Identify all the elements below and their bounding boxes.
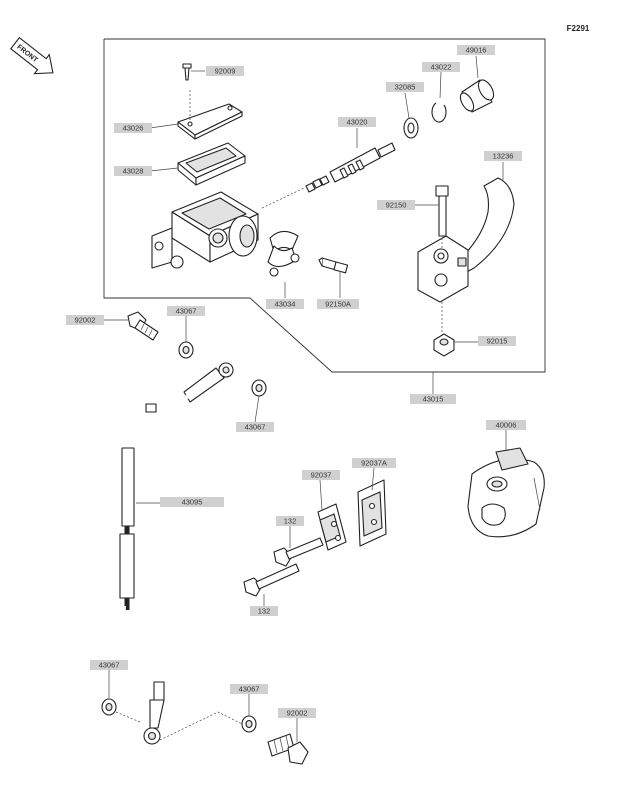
svg-text:92009: 92009 bbox=[215, 67, 236, 76]
svg-text:92002: 92002 bbox=[75, 316, 96, 325]
svg-text:43022: 43022 bbox=[431, 63, 452, 72]
part-label-43020: 43020 bbox=[338, 117, 376, 127]
part-label-13236: 13236 bbox=[484, 151, 522, 161]
svg-text:32085: 32085 bbox=[395, 83, 416, 92]
bolt-132-a bbox=[273, 537, 324, 567]
part-label-92002-top: 92002 bbox=[66, 315, 104, 325]
part-label-92150a: 92150A bbox=[317, 299, 359, 309]
part-label-92009: 92009 bbox=[206, 66, 244, 76]
bolt-132-b bbox=[243, 563, 300, 597]
handlebar-switch-40006 bbox=[467, 447, 545, 538]
part-label-43067-c: 43067 bbox=[90, 660, 128, 670]
diaphragm-43028 bbox=[177, 142, 246, 186]
clamp-43034 bbox=[267, 230, 300, 277]
banjo-bolt-92002-bottom bbox=[267, 733, 309, 765]
part-label-43067-b: 43067 bbox=[236, 422, 274, 432]
part-label-92037a: 92037A bbox=[352, 458, 396, 468]
reservoir-cap-43026 bbox=[177, 103, 243, 140]
part-label-92002-bottom: 92002 bbox=[278, 708, 316, 718]
brake-hose-43095 bbox=[119, 362, 234, 745]
svg-text:43067: 43067 bbox=[245, 423, 266, 432]
svg-text:43026: 43026 bbox=[123, 124, 144, 133]
part-label-32085: 32085 bbox=[386, 82, 424, 92]
washer-43067-a bbox=[178, 341, 194, 359]
washer-43067-d bbox=[241, 715, 257, 733]
washer-43067-c bbox=[101, 698, 117, 716]
svg-text:13236: 13236 bbox=[493, 152, 514, 161]
part-label-43015: 43015 bbox=[410, 394, 456, 404]
part-label-132-a: 132 bbox=[276, 516, 304, 526]
svg-text:43067: 43067 bbox=[99, 661, 120, 670]
part-label-40006: 40006 bbox=[486, 420, 526, 430]
part-label-43095: 43095 bbox=[160, 497, 224, 507]
washer-43067-b bbox=[251, 379, 267, 397]
part-label-43022: 43022 bbox=[422, 62, 460, 72]
part-label-92015: 92015 bbox=[478, 336, 516, 346]
svg-text:49016: 49016 bbox=[466, 46, 487, 55]
part-label-132-b: 132 bbox=[250, 606, 278, 616]
piston-assembly-43020 bbox=[261, 142, 396, 209]
master-cylinder-body bbox=[151, 191, 259, 269]
screw-92009 bbox=[182, 63, 192, 81]
svg-text:43034: 43034 bbox=[275, 300, 296, 309]
circlip-43022 bbox=[431, 102, 447, 123]
svg-text:43020: 43020 bbox=[347, 118, 368, 127]
part-label-92150: 92150 bbox=[377, 200, 415, 210]
front-arrow-icon: FRONT bbox=[10, 36, 54, 75]
svg-text:43095: 43095 bbox=[182, 498, 203, 507]
part-label-92037: 92037 bbox=[302, 470, 340, 480]
banjo-bolt-92002-top bbox=[127, 311, 159, 341]
assembly-frame bbox=[103, 38, 546, 373]
part-label-43067-a: 43067 bbox=[167, 306, 205, 316]
hose-bracket-92037a bbox=[357, 479, 387, 547]
svg-text:43015: 43015 bbox=[423, 395, 444, 404]
pivot-bolt-92150 bbox=[435, 185, 449, 237]
nut-92015 bbox=[433, 333, 455, 357]
svg-text:132: 132 bbox=[284, 517, 297, 526]
part-label-43034: 43034 bbox=[266, 299, 304, 309]
svg-text:92037A: 92037A bbox=[361, 459, 387, 468]
dust-boot-49016 bbox=[459, 79, 495, 113]
svg-text:92150A: 92150A bbox=[325, 300, 351, 309]
bolt-92150a bbox=[318, 257, 349, 274]
part-label-49016: 49016 bbox=[457, 45, 495, 55]
svg-text:43067: 43067 bbox=[176, 307, 197, 316]
svg-text:132: 132 bbox=[258, 607, 271, 616]
svg-text:92015: 92015 bbox=[487, 337, 508, 346]
svg-text:92150: 92150 bbox=[386, 201, 407, 210]
brake-lever-13236 bbox=[417, 177, 515, 303]
part-label-43026: 43026 bbox=[114, 123, 152, 133]
svg-text:43028: 43028 bbox=[123, 167, 144, 176]
svg-text:92002: 92002 bbox=[287, 709, 308, 718]
part-label-43028: 43028 bbox=[114, 166, 152, 176]
svg-text:43067: 43067 bbox=[239, 685, 260, 694]
hose-clamp-92037 bbox=[317, 503, 347, 551]
part-label-43067-d: 43067 bbox=[230, 684, 268, 694]
svg-text:40006: 40006 bbox=[496, 421, 517, 430]
diagram-code: F2291 bbox=[567, 24, 590, 33]
svg-text:92037: 92037 bbox=[311, 471, 332, 480]
